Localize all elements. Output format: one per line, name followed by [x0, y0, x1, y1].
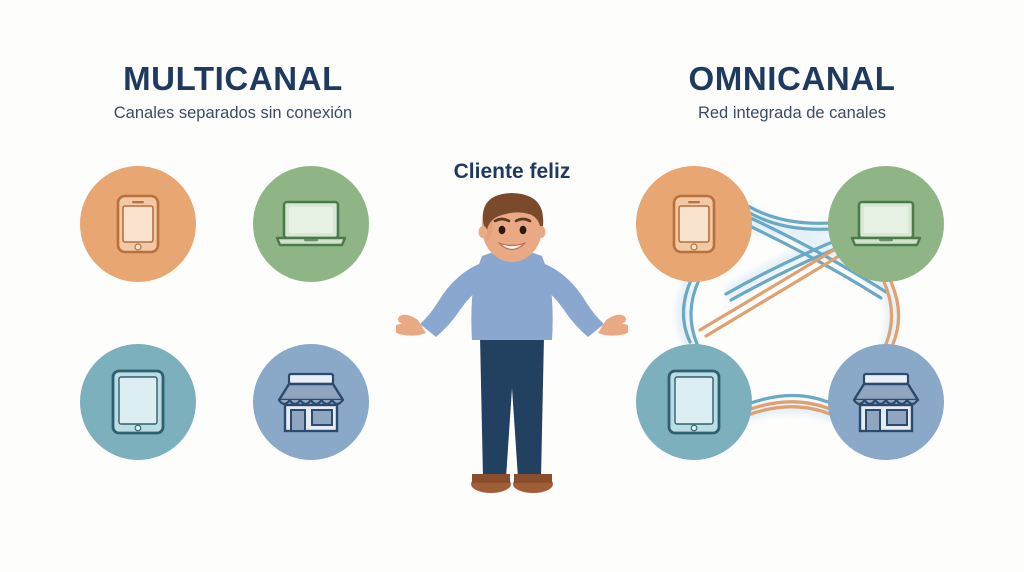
subtitle-multicanal: Canales separados sin conexión — [113, 104, 353, 122]
link-tablet-store — [746, 393, 830, 406]
storefront-icon — [850, 370, 922, 434]
smartphone-icon — [115, 193, 161, 255]
tablet-icon — [110, 368, 166, 436]
eyebrow-left — [493, 217, 511, 223]
page-title-omnicanal: OMNICANAL — [688, 60, 896, 97]
right-node-phone[interactable] — [636, 166, 752, 282]
page-title-multicanal: MULTICANAL — [123, 60, 343, 97]
ear-right — [536, 226, 546, 238]
shoe-right-sole — [514, 474, 552, 483]
shoe-left-sole — [472, 474, 510, 483]
sweater-arm-right — [534, 262, 604, 337]
link-laptop-store-b — [889, 280, 901, 346]
smartphone-icon — [671, 193, 717, 255]
right-node-laptop[interactable] — [828, 166, 944, 282]
hand-right — [598, 314, 628, 336]
storefront-icon — [275, 370, 347, 434]
link-tablet-store-orange — [746, 400, 832, 412]
link-tablet-store-orange-b — [746, 405, 832, 417]
eyebrow-right — [514, 217, 532, 223]
hand-left — [396, 314, 426, 336]
left-node-store[interactable] — [253, 344, 369, 460]
center-label-cliente-feliz: Cliente feliz — [453, 160, 571, 183]
ear-left — [478, 226, 488, 238]
sweater-arm-left — [420, 262, 490, 337]
right-node-store[interactable] — [828, 344, 944, 460]
left-node-phone[interactable] — [80, 166, 196, 282]
subtitle-omnicanal: Red integrada de canales — [697, 104, 887, 122]
left-node-laptop[interactable] — [253, 166, 369, 282]
link-phone-tablet — [681, 276, 694, 344]
happy-customer-figure — [396, 193, 628, 493]
link-laptop-store — [882, 280, 894, 346]
hair — [482, 193, 544, 230]
link-phone-tablet-b — [689, 278, 701, 346]
sweater-torso — [471, 250, 553, 340]
eye-left — [498, 225, 506, 235]
laptop-icon — [850, 197, 922, 251]
smile — [498, 242, 526, 251]
laptop-icon — [275, 197, 347, 251]
left-node-tablet[interactable] — [80, 344, 196, 460]
right-node-tablet[interactable] — [636, 344, 752, 460]
tablet-icon — [666, 368, 722, 436]
pants — [480, 336, 544, 478]
eye-right — [519, 225, 527, 235]
